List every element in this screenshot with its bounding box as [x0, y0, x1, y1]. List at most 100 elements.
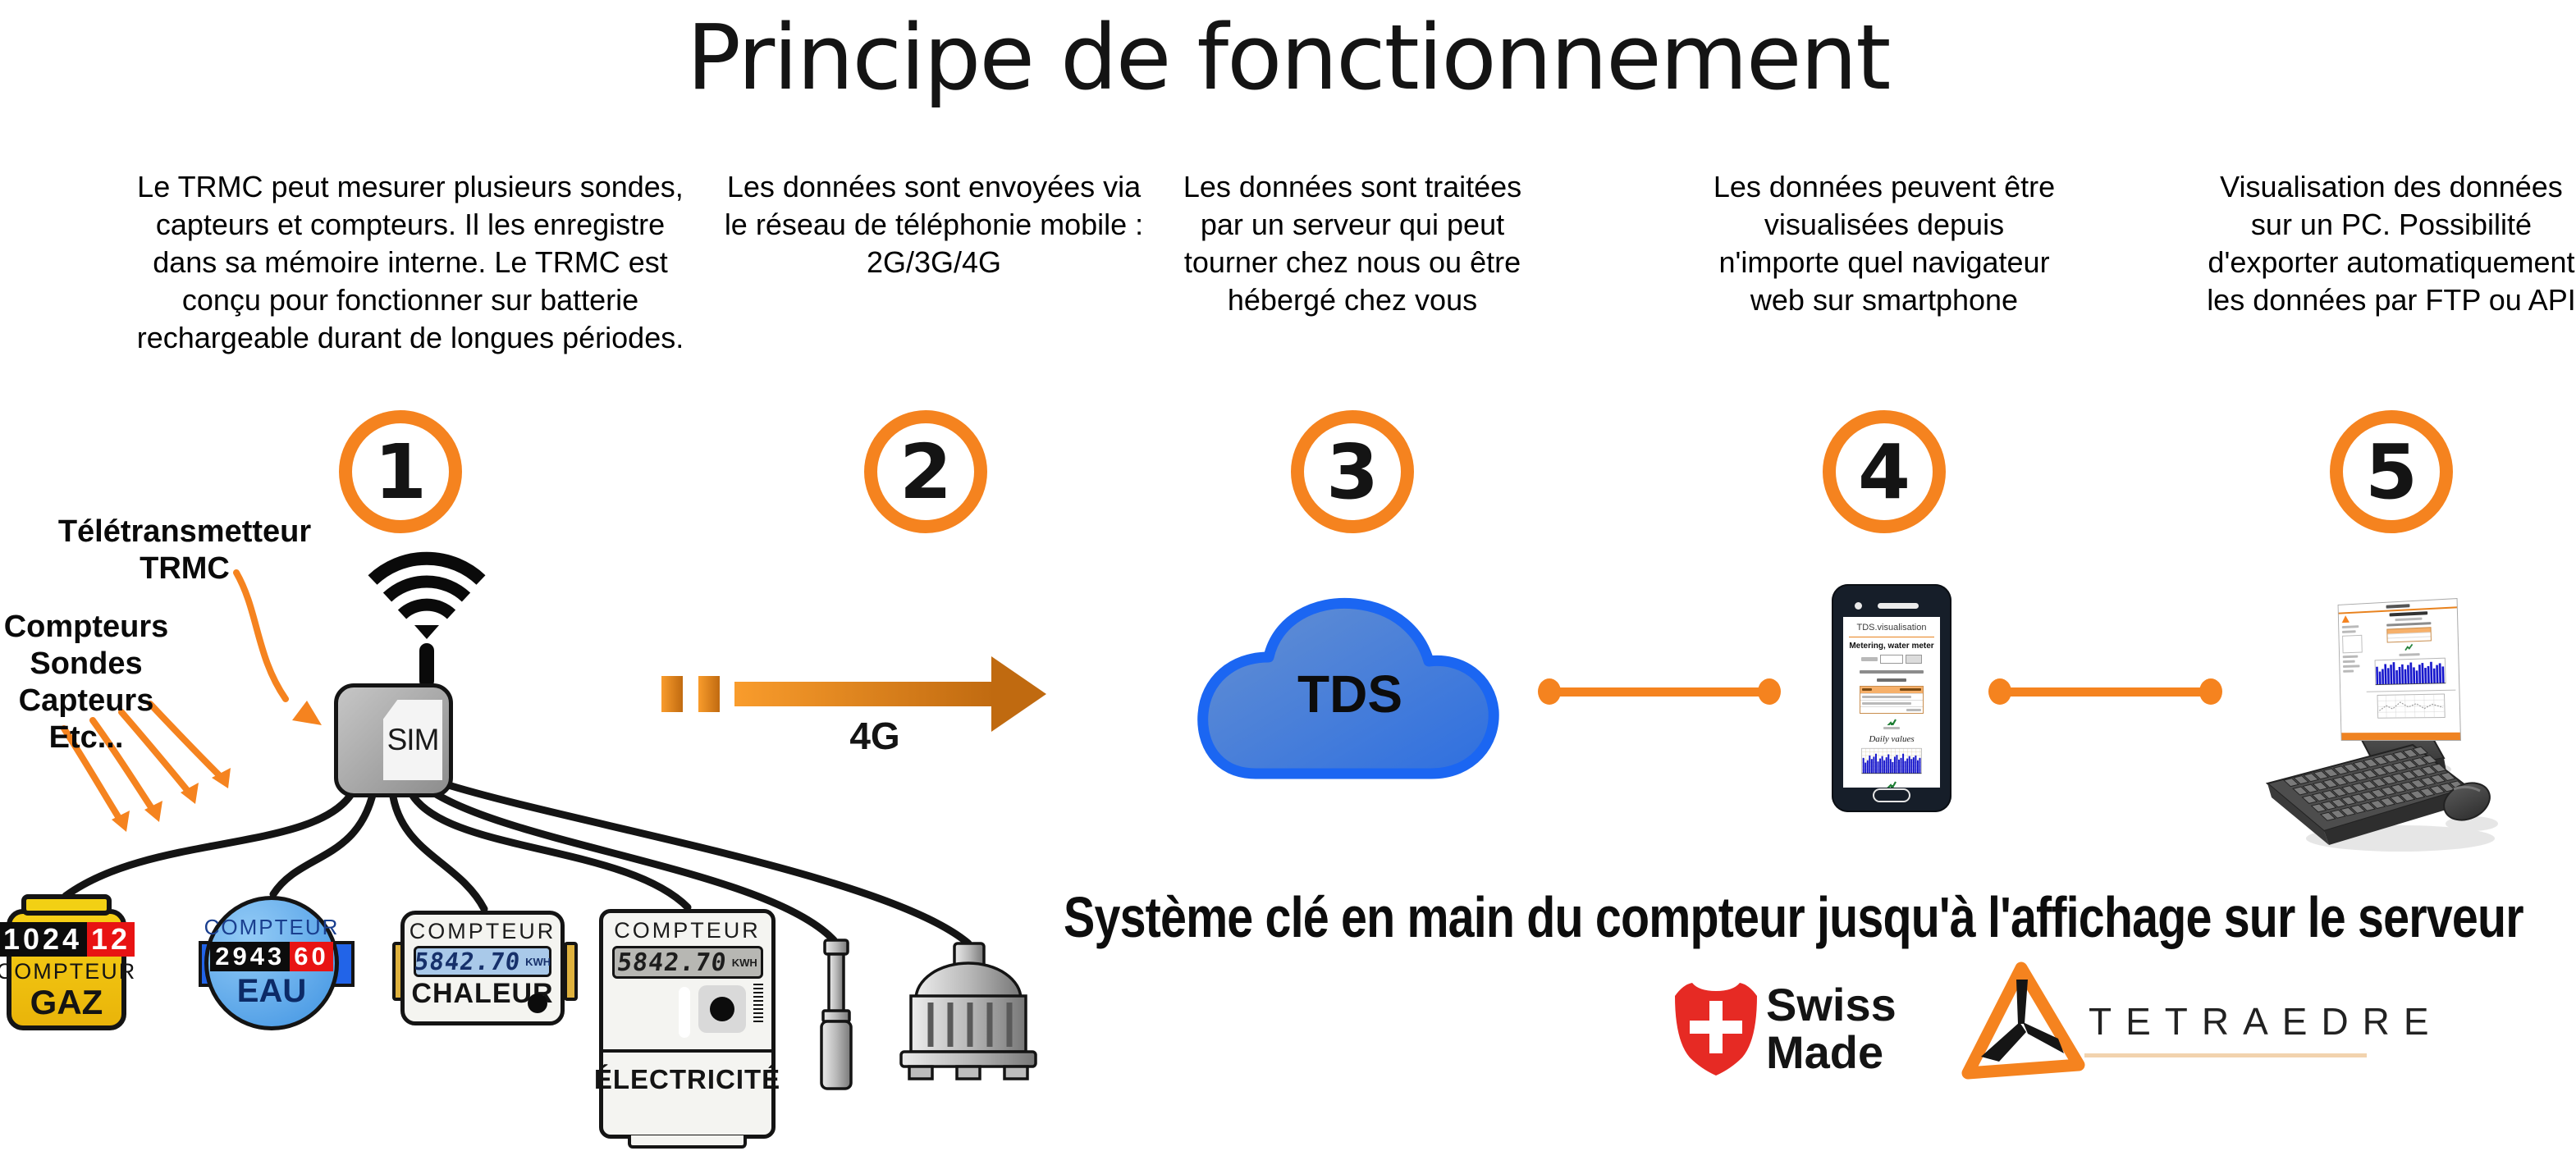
transmitter-label-line1: Télétransmetteur — [57, 514, 312, 549]
heat-meter: COMPTEUR 5842.70 KWH CHALEUR — [400, 911, 565, 1025]
step-5-badge: 5 — [2330, 410, 2453, 533]
water-reading-decimal: 60 — [290, 942, 333, 971]
step-4-description: Les données peuvent être visualisées dep… — [1713, 170, 2056, 317]
device-cables — [62, 779, 972, 948]
page-title: Principe de fonctionnement — [686, 5, 1892, 110]
gas-reading-decimal: 12 — [87, 922, 135, 957]
smartphone: TDS.visualisation Metering, water meter — [1832, 584, 1951, 812]
phone-home-button[interactable] — [1873, 788, 1910, 802]
sources-label-line4: Etc... — [48, 720, 124, 755]
electricity-meter-label: COMPTEUR — [614, 918, 761, 943]
phone-form-label — [1861, 657, 1878, 662]
gas-meter-label: COMPTEUR — [0, 959, 137, 984]
phone-page-title: TDS.visualisation — [1856, 623, 1927, 633]
gas-meter-type: GAZ — [30, 983, 103, 1021]
wifi-icon — [368, 551, 486, 639]
connector-phone-pc — [1988, 678, 2222, 705]
tagline: Système clé en main du compteur jusqu'à … — [1064, 885, 2524, 949]
step-4-number: 4 — [1857, 427, 1910, 516]
step-5-description: Visualisation des données sur un PC. Pos… — [2207, 170, 2576, 317]
cloud-server: TDS — [1197, 597, 1499, 779]
heat-unit: KWH — [525, 955, 551, 968]
heat-meter-display: 5842.70 KWH — [412, 946, 551, 977]
phone-export-icon[interactable] — [1886, 718, 1897, 726]
phone-info-line — [1860, 670, 1924, 674]
cloud-label: TDS — [1297, 665, 1402, 724]
step-2-number: 2 — [899, 427, 952, 516]
sim-card: SIM — [383, 700, 442, 780]
gas-reading-main: 1024 — [0, 922, 88, 957]
probe-sensor — [820, 939, 853, 1090]
pc-monitor — [2337, 598, 2462, 742]
water-meter-type: EAU — [236, 973, 307, 1009]
sources-label-line3: Capteurs — [18, 683, 154, 718]
swiss-made-shield-icon — [1675, 983, 1757, 1076]
network-label: 4G — [849, 715, 899, 757]
pc-monitor-bezel — [2341, 732, 2460, 741]
annotation-arrowheads — [112, 701, 322, 832]
step-1-description: Le TRMC peut mesurer plusieurs sondes, c… — [136, 170, 684, 354]
electricity-meter-button-pad — [698, 985, 746, 1033]
step-1-number: 1 — [373, 427, 427, 516]
electricity-meter-panel — [603, 979, 771, 1048]
phone-id-line — [1877, 678, 1906, 682]
trmc-device: SIM — [334, 683, 453, 797]
barcode — [753, 984, 763, 1023]
annotation-arrows — [61, 569, 289, 825]
sources-label: Compteurs Sondes Capteurs Etc... — [0, 609, 172, 756]
phone-select[interactable] — [1880, 655, 1903, 665]
mouse — [2443, 782, 2491, 821]
phone-table — [1860, 685, 1924, 714]
sources-label-line1: Compteurs — [3, 610, 169, 644]
phone-heading: Metering, water meter — [1849, 642, 1934, 651]
swiss-made-line1: Swiss — [1766, 979, 1897, 1030]
step-3-badge: 3 — [1291, 410, 1414, 533]
phone-submit-button[interactable] — [1906, 655, 1922, 665]
electricity-meter-display: 5842.70 KWH — [611, 946, 763, 979]
pc-page-title-bar — [2386, 604, 2410, 609]
heat-reading: 5842.70 — [412, 948, 523, 975]
swiss-made-line2: Made — [1766, 1026, 1884, 1078]
pc-sidebar — [2341, 625, 2363, 673]
water-reading-main: 2943 — [210, 942, 291, 971]
water-meter-label: COMPTEUR — [204, 915, 340, 939]
pc-main-content — [2364, 610, 2456, 719]
phone-speaker — [1878, 603, 1919, 609]
sources-label-line2: Sondes — [30, 646, 143, 681]
gas-meter-lid — [21, 894, 112, 916]
pc-logo-icon — [2341, 614, 2350, 623]
electricity-meter-slot — [679, 987, 690, 1038]
transmitter-label: Télétransmetteur TRMC — [45, 514, 324, 587]
phone-chart-title: Daily values — [1869, 734, 1915, 745]
network-arrow — [661, 656, 1046, 732]
connector-cloud-phone — [1538, 678, 1781, 705]
pc-table — [2386, 627, 2432, 643]
step-3-number: 3 — [1325, 427, 1379, 516]
phone-export-icon-2[interactable] — [1886, 780, 1897, 788]
electricity-unit: KWH — [731, 956, 757, 969]
electricity-meter-type: ÉLECTRICITÉ — [593, 1064, 781, 1094]
step-5-number: 5 — [2364, 427, 2418, 516]
dome-sensor — [899, 942, 1037, 1080]
tetraedre-underline — [2084, 1053, 2367, 1057]
step-2-description: Les données sont envoyées via le réseau … — [724, 170, 1144, 279]
phone-camera — [1855, 602, 1862, 610]
electricity-meter-base — [628, 1135, 747, 1149]
step-1-badge: 1 — [339, 410, 462, 533]
phone-form[interactable] — [1861, 655, 1922, 665]
heat-meter-button — [528, 993, 547, 1013]
tetraedre-label: TETRAEDRE — [2089, 1000, 2443, 1043]
pc-export-icon — [2404, 643, 2414, 651]
phone-screen: TDS.visualisation Metering, water meter — [1843, 617, 1940, 788]
step-2-badge: 2 — [864, 410, 987, 533]
transmitter-label-line2: TRMC — [140, 551, 230, 586]
tetraedre-logo-icon — [1961, 961, 2085, 1080]
sim-label: SIM — [387, 723, 440, 756]
pc-bar-chart — [2373, 656, 2447, 688]
heat-meter-fitting-right — [564, 942, 578, 1001]
